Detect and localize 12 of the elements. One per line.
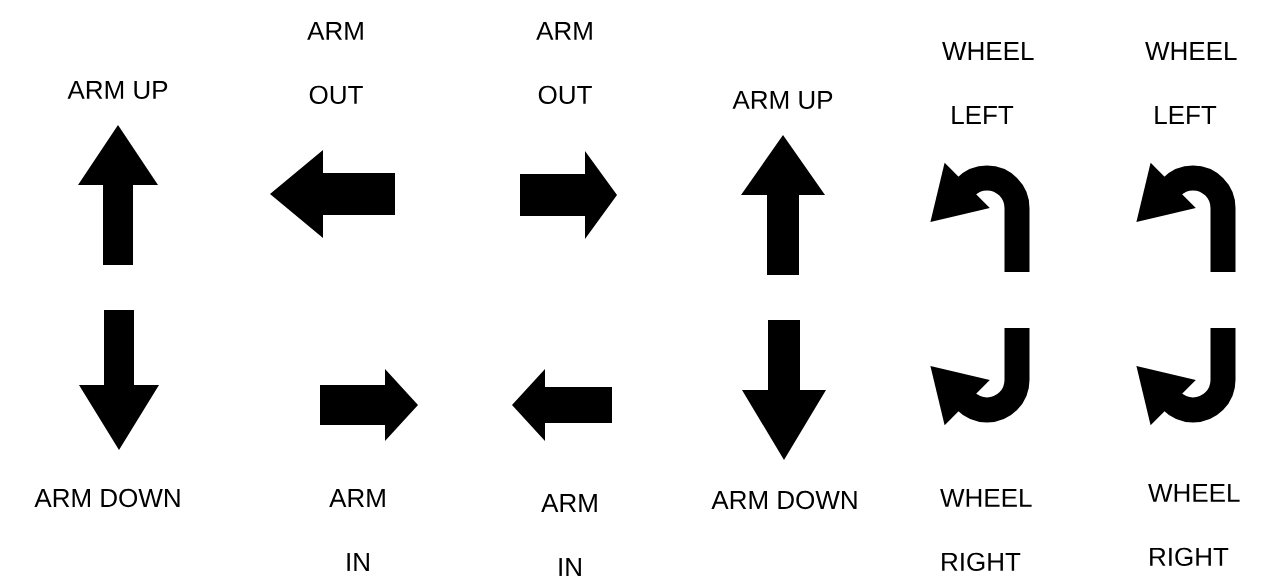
direction-label: WHEEL LEFT [942, 42, 1034, 124]
direction-label: ARM OUT [307, 21, 363, 105]
direction-label: WHEEL LEFT [1145, 42, 1237, 124]
direction-label: ARM OUT [536, 21, 592, 105]
direction-label: WHEEL RIGHT [1148, 483, 1240, 567]
direction-label: ARM DOWN [711, 490, 857, 510]
direction-label: ARM UP [67, 80, 168, 100]
direction-label: ARM UP [732, 90, 833, 110]
direction-label: ARM IN [329, 489, 385, 571]
direction-label: ARM IN [541, 494, 597, 576]
direction-label: ARM DOWN [34, 488, 180, 508]
direction-label: WHEEL RIGHT [940, 488, 1032, 572]
